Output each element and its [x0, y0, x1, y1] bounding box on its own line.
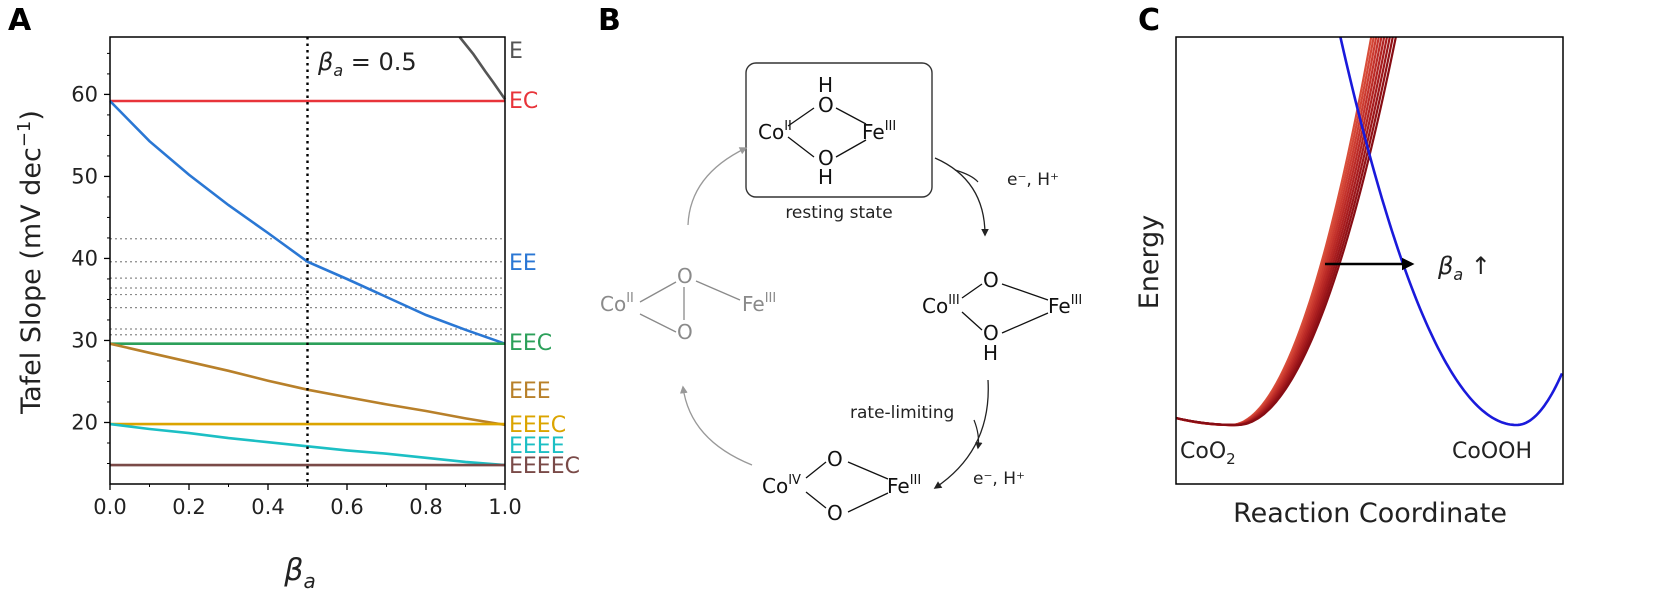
svg-text:H: H: [818, 165, 833, 189]
x-tick-label: 0.0: [93, 495, 126, 519]
y-tick-label: 60: [71, 82, 98, 106]
resting-state-label: resting state: [785, 203, 892, 223]
dotted-reference-lines: [110, 238, 505, 336]
y-axis-title-a: Tafel Slope (mV dec−1): [14, 110, 47, 415]
svg-text:H: H: [983, 341, 998, 365]
y-tick-label: 50: [71, 164, 98, 188]
resting-state-box: [745, 62, 933, 198]
series-label-ee: EE: [509, 251, 537, 276]
svg-text:CoII: CoII: [600, 291, 634, 316]
series-line-ee: [109, 100, 506, 345]
co2-peroxo-complex: O CoII FeIII O: [600, 264, 776, 344]
x-tick-label: 0.6: [330, 495, 363, 519]
panel-c: C βa ↑ CoO2 CoOOH Reaction Coordinate En…: [1134, 3, 1564, 529]
svg-text:FeIII: FeIII: [862, 119, 896, 144]
x-axis-title-c: Reaction Coordinate: [1233, 498, 1507, 529]
y-tick-label: 40: [71, 246, 98, 270]
y-axis-title-c: Energy: [1134, 215, 1165, 310]
series-label-eeec: EEEC: [509, 413, 566, 438]
svg-text:O: O: [677, 320, 693, 344]
coo2-label: CoO2: [1180, 439, 1236, 468]
svg-text:CoII: CoII: [758, 119, 792, 144]
tafel-series: [109, 36, 507, 467]
step-arrow-4: [687, 147, 748, 226]
coo2-curve: [1176, 37, 1375, 427]
step-label-2: e⁻, H⁺: [973, 469, 1025, 489]
series-label-eec: EEC: [509, 331, 552, 356]
y-tick-label: 30: [71, 328, 98, 352]
x-tick-label: 1.0: [488, 495, 521, 519]
curve-group: [1176, 37, 1563, 427]
x-tick-label: 0.4: [251, 495, 284, 519]
panel-b: B H O CoII FeIII O H resting state O CoI…: [598, 3, 1082, 525]
step-arrow-1-branch: [954, 169, 979, 183]
energy-curves: [1176, 37, 1563, 427]
svg-text:O: O: [983, 321, 999, 345]
co4-complex: O CoIV FeIII O: [762, 447, 921, 525]
svg-text:O: O: [983, 268, 999, 292]
svg-text:FeIII: FeIII: [742, 291, 776, 316]
series-line-e: [458, 36, 507, 101]
svg-text:FeIII: FeIII: [887, 473, 921, 498]
step-label-1: e⁻, H⁺: [1007, 170, 1059, 190]
resting-state-complex: H O CoII FeIII O H: [758, 73, 896, 189]
svg-text:O: O: [677, 264, 693, 288]
svg-text:FeIII: FeIII: [1048, 293, 1082, 318]
svg-text:CoIV: CoIV: [762, 473, 801, 498]
beta-arrow-label: βa ↑: [1437, 252, 1491, 284]
svg-text:CoIII: CoIII: [922, 293, 960, 318]
x-tick-label: 0.2: [172, 495, 205, 519]
panel-letter-c: C: [1138, 3, 1160, 38]
series-label-eeee: EEEE: [509, 434, 565, 459]
x-tick-label: 0.8: [409, 495, 442, 519]
co3-complex: O CoIII FeIII O H: [922, 268, 1082, 365]
rate-limiting-label: rate-limiting: [850, 403, 954, 423]
panel-letter-a: A: [8, 3, 32, 38]
y-tick-label: 20: [71, 410, 98, 434]
svg-text:O: O: [827, 501, 843, 525]
svg-text:O: O: [818, 146, 834, 170]
coooh-label: CoOOH: [1452, 439, 1532, 464]
series-label-eeeec: EEEEC: [509, 454, 580, 479]
series-label-eee: EEE: [509, 379, 551, 404]
series-label-e: E: [509, 39, 523, 64]
step-arrow-2-branch: [973, 419, 983, 450]
step-arrow-3: [679, 385, 753, 466]
vline-annotation: βa = 0.5: [317, 48, 417, 80]
x-axis-ticks: 0.0 0.2 0.4 0.6 0.8 1.0: [93, 484, 522, 519]
panel-letter-b: B: [598, 3, 621, 38]
svg-text:O: O: [827, 447, 843, 471]
svg-text:H: H: [818, 73, 833, 97]
coooh-curve: [1339, 37, 1563, 427]
step-arrow-1: [934, 157, 989, 237]
plot-frame-c: [1175, 36, 1564, 485]
series-line-eeee: [109, 422, 506, 467]
series-label-ec: EC: [509, 89, 538, 114]
x-axis-title-a: βa: [283, 553, 315, 593]
y-axis-ticks: 20 30 40 50 60: [71, 52, 110, 464]
svg-text:O: O: [818, 93, 834, 117]
